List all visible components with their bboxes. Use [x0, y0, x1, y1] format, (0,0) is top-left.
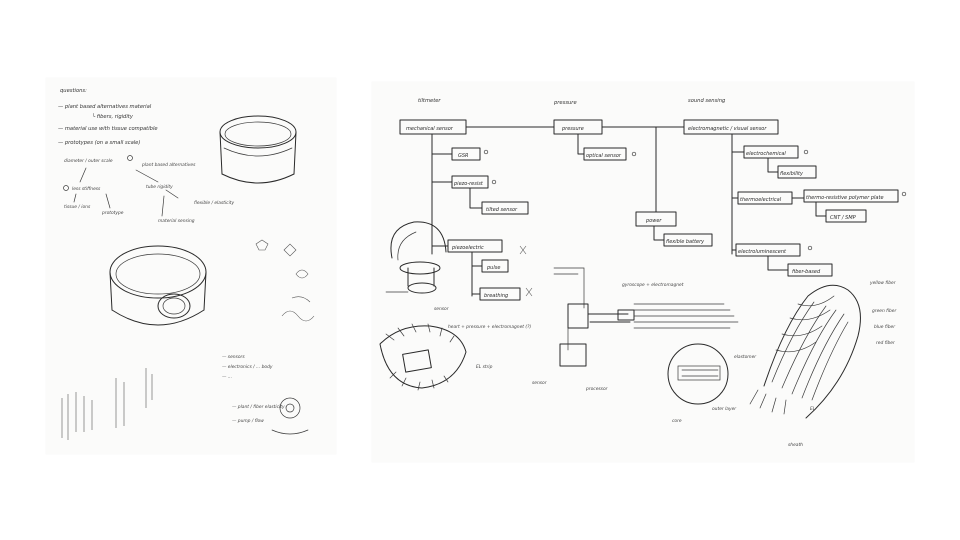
- note-flexible: flexible / elasticity: [194, 200, 235, 206]
- note-pump: — pump / flow: [232, 418, 264, 424]
- annotation-red-fiber: red fiber: [876, 340, 896, 346]
- box-label: optical sensor: [586, 153, 622, 159]
- sketch-sheet-left: questions: — plant based alternatives ma…: [46, 78, 336, 454]
- bullet-circle: [902, 192, 906, 196]
- dial-sketch-small: [272, 398, 308, 434]
- cross-section-sketch: [668, 344, 728, 404]
- bullet-circle: [808, 246, 812, 250]
- box-label: electroluminescent: [738, 249, 787, 255]
- box-label: pressure: [561, 126, 584, 132]
- sketch-right-drawing: tiltmeter pressure sound sensing mechani…: [372, 82, 914, 462]
- cross-mark: [526, 288, 532, 296]
- cuff-sketch-top: [220, 116, 296, 183]
- sketch-left-drawing: questions: — plant based alternatives ma…: [46, 78, 336, 454]
- column-header: tiltmeter: [418, 98, 441, 104]
- box-label: flexible battery: [666, 239, 705, 245]
- connector: [768, 256, 788, 270]
- connector: [654, 226, 664, 240]
- note-tissue: tissue / ions: [64, 204, 91, 210]
- annotation-blue-fiber: blue fiber: [874, 324, 896, 330]
- annotation-core: core: [672, 418, 682, 424]
- box-label: thermoelectrical: [740, 197, 782, 203]
- bullet-circle: [804, 150, 808, 154]
- dome-sensor-sketch: [386, 222, 446, 293]
- box-label: thermo-resistive polymer plate: [806, 195, 884, 201]
- note-plant-alternatives: — plant based alternatives material: [58, 104, 152, 110]
- note-plant-based: plant based alternatives: [141, 162, 196, 168]
- box-label: flexibility: [780, 171, 804, 177]
- note-sensors: — sensors: [222, 354, 245, 360]
- note-material-use: — material use with tissue compatible: [58, 126, 158, 132]
- bracelet-sketch: [380, 324, 466, 390]
- cross-mark: [520, 246, 526, 254]
- connector: [470, 188, 482, 208]
- column-header: pressure: [553, 100, 577, 106]
- connector: [768, 158, 778, 172]
- box-label: breathing: [484, 293, 508, 299]
- box-label: GSR: [458, 153, 469, 159]
- note-material-sensing: material sensing: [158, 218, 195, 224]
- connector: [578, 134, 584, 154]
- bullet-circle: [632, 152, 636, 156]
- braided-arm-sketch: [750, 285, 860, 418]
- annotation-el-strip: EL strip: [476, 364, 493, 370]
- note-prototype: prototype: [101, 210, 124, 216]
- annotation-gyroscope: heart + pressure + electromagnet (?): [448, 324, 531, 330]
- box-label: piezo-resist: [453, 181, 484, 187]
- column-header: sound sensing: [688, 98, 726, 104]
- annotation-yellow-fiber: yellow fiber: [869, 280, 897, 286]
- annotation-sheath: sheath: [788, 442, 803, 448]
- note-plant-fiber: — plant / fiber elasticity: [232, 404, 285, 410]
- note-prototypes: — prototypes (on a small scale): [58, 140, 140, 146]
- box-label: mechanical sensor: [406, 126, 454, 132]
- bullet-circle: [484, 150, 488, 154]
- box-label: pulse: [486, 265, 500, 271]
- note-less-stiffness: less stiffness: [72, 186, 101, 192]
- note-misc: — ...: [222, 375, 232, 380]
- annotation-gyroscope-em: gyroscope + electromagnet: [622, 282, 684, 288]
- sensor-sketches: [256, 240, 314, 321]
- rotated-notes-scribble: [62, 368, 152, 440]
- cuff-dial-sketch: [110, 246, 206, 325]
- box-label: power: [645, 218, 662, 224]
- annotation-processor: processor: [585, 386, 609, 392]
- note-diameter: diameter / outer scale: [64, 158, 113, 164]
- bullet-circle: [128, 156, 133, 161]
- box-label: fiber-based: [792, 269, 821, 275]
- box-label: CNT / SMP: [830, 215, 856, 221]
- annotation-elastomer: elastomer: [734, 354, 757, 360]
- box-label: tilted sensor: [486, 207, 518, 213]
- bullet-circle: [492, 180, 496, 184]
- note-electronics: — electronics / ... body: [222, 364, 273, 370]
- note-questions: questions:: [60, 88, 87, 94]
- box-label: electrochemical: [746, 151, 786, 157]
- annotation-el: EL: [810, 406, 816, 412]
- box-label: piezoelectric: [451, 245, 484, 251]
- bullet-circle: [64, 186, 69, 191]
- note-tube-rigidity: tube rigidity: [146, 184, 173, 190]
- annotation-outer-layer: outer layer: [712, 406, 737, 412]
- annotation-sensor-2: sensor: [532, 380, 548, 386]
- connector: [816, 202, 826, 216]
- box-label: electromagnetic / visual sensor: [688, 126, 767, 132]
- note-fibers: └ fibers, rigidity: [92, 113, 134, 120]
- annotation-green-fiber: green fiber: [872, 308, 897, 314]
- sketch-sheet-right: tiltmeter pressure sound sensing mechani…: [372, 82, 914, 462]
- annotation-sensor: sensor: [434, 306, 450, 312]
